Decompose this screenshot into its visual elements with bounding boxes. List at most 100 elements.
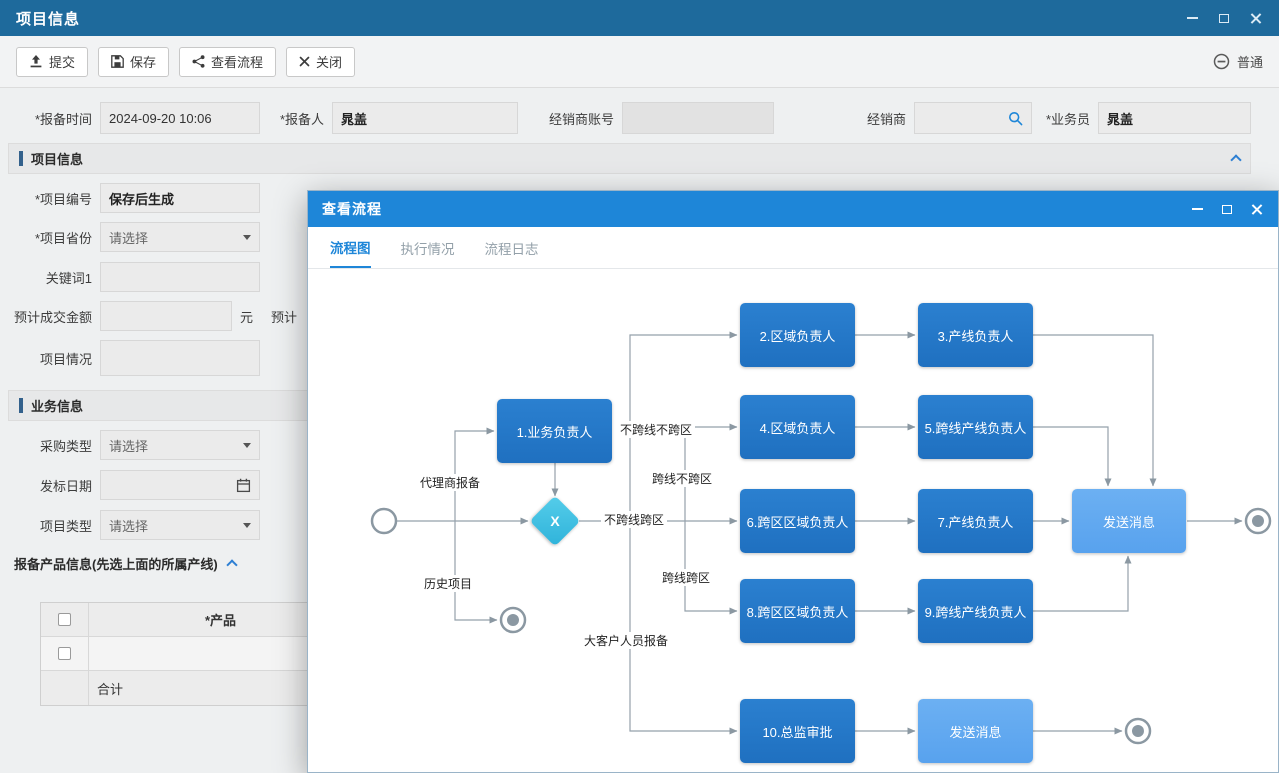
project-province-label: *项目省份 [34,230,92,246]
purchase-type-value: 请选择 [109,438,149,454]
window-title: 项目信息 [16,10,81,28]
dialog-titlebar: 查看流程 [308,191,1278,227]
submit-button[interactable]: 提交 [16,46,89,77]
minimize-icon[interactable] [1185,11,1199,25]
flow-node-send-message-2: 发送消息 [918,699,1033,763]
window-controls [1185,11,1263,25]
tab-execution-status[interactable]: 执行情况 [400,241,455,257]
close-page-button[interactable]: 关闭 [286,46,356,77]
chevron-down-icon [243,522,251,528]
minus-circle-icon [1213,53,1230,70]
project-number-label: *项目编号 [34,191,92,207]
purchase-type-label: 采购类型 [39,438,92,454]
form-row-project-situation: 项目情况 [8,340,260,376]
reporter-field[interactable]: 晁盖 [332,102,518,134]
edge-label-crossline-no-crossregion: 跨线不跨区 [648,470,716,487]
edge-label-no-crossline-no-crossregion: 不跨线不跨区 [616,421,696,438]
expected-amount-label: 预计成交金额 [13,309,92,325]
bid-date-label: 发标日期 [39,478,92,494]
product-section-header: 报备产品信息(先选上面的所属产线) [14,554,238,573]
form-row-project-type: 项目类型 请选择 [8,510,260,540]
tab-flow-log[interactable]: 流程日志 [484,241,539,257]
project-situation-label: 项目情况 [39,351,92,367]
project-type-value: 请选择 [109,518,149,534]
purchase-type-select[interactable]: 请选择 [100,430,260,460]
submit-label: 提交 [49,55,76,70]
mode-label: 普通 [1236,55,1263,70]
form-row-bid-date: 发标日期 [8,470,260,500]
end-event-director [1124,717,1152,745]
expected-amount-field[interactable] [100,301,232,331]
tab-flowchart[interactable]: 流程图 [330,227,371,268]
flow-node-director-approval: 10.总监审批 [740,699,855,763]
dealer-account-field[interactable] [622,102,774,134]
share-icon [192,55,205,68]
close-page-label: 关闭 [316,55,343,70]
collapse-icon[interactable] [1230,154,1242,166]
section-business-title: 业务信息 [31,399,84,414]
window-titlebar: 项目信息 [0,0,1279,36]
row-checkbox[interactable] [58,647,71,660]
toolbar: 提交 保存 查看流程 关闭 普通 [0,36,1279,88]
salesman-label: *业务员 [1045,111,1090,127]
flow-edges [370,331,1272,745]
salesman-field[interactable]: 晁盖 [1098,102,1251,134]
view-flow-dialog: 查看流程 流程图 执行情况 流程日志 [307,190,1279,773]
flow-node-line-owner-3: 3.产线负责人 [918,303,1033,367]
project-situation-field[interactable] [100,340,260,376]
end-event-main [1244,507,1272,535]
form-row-keyword1: 关键词1 [8,262,260,292]
dialog-tabs: 流程图 执行情况 流程日志 [308,227,1278,269]
calendar-icon[interactable] [236,478,251,493]
maximize-icon[interactable] [1220,202,1234,216]
product-section-title: 报备产品信息(先选上面的所属产线) [14,557,218,572]
close-x-icon [299,56,310,67]
project-number-field[interactable]: 保存后生成 [100,183,260,213]
flow-node-send-message-1: 发送消息 [1072,489,1186,553]
flow-node-crossregion-owner-8: 8.跨区区域负责人 [740,579,855,643]
view-flow-label: 查看流程 [211,55,264,70]
chevron-down-icon [243,442,251,448]
keyword1-label: 关键词1 [45,270,92,286]
chevron-down-icon [243,234,251,240]
upload-icon [30,55,42,68]
project-province-value: 请选择 [109,230,149,246]
reporter-label: *报备人 [279,111,324,127]
save-label: 保存 [130,55,157,70]
project-type-select[interactable]: 请选择 [100,510,260,540]
project-type-label: 项目类型 [39,518,92,534]
dealer-label: 经销商 [866,111,906,127]
edge-label-agent-report: 代理商报备 [416,474,484,491]
maximize-icon[interactable] [1217,11,1231,25]
dealer-field[interactable] [914,102,1032,134]
bid-date-field[interactable] [100,470,260,500]
save-button[interactable]: 保存 [98,46,170,77]
minimize-icon[interactable] [1190,202,1204,216]
keyword1-field[interactable] [100,262,260,292]
flow-node-region-owner-2: 2.区域负责人 [740,303,855,367]
edge-label-no-crossline-crossregion: 不跨线跨区 [600,511,668,528]
view-flow-button[interactable]: 查看流程 [179,46,277,77]
select-all-checkbox[interactable] [58,613,71,626]
report-time-label: *报备时间 [34,111,92,127]
save-icon [111,55,124,68]
close-icon[interactable] [1250,202,1264,216]
amount-unit-label: 元 [240,309,254,325]
flow-node-crossline-owner-5: 5.跨线产线负责人 [918,395,1033,459]
flow-node-crossline-owner-9: 9.跨线产线负责人 [918,579,1033,643]
dealer-account-label: 经销商账号 [548,111,614,127]
flow-node-region-owner-4: 4.区域负责人 [740,395,855,459]
report-info-row: *报备时间 2024-09-20 10:06 *报备人 晁盖 经销商账号 经销商… [8,102,1251,134]
close-icon[interactable] [1249,11,1263,25]
next-column-partial-label: 预计 [271,309,298,325]
search-icon[interactable] [1008,111,1023,126]
form-row-project-number: *项目编号 保存后生成 [8,183,260,213]
mode-toggle[interactable]: 普通 [1213,52,1263,71]
report-time-field[interactable]: 2024-09-20 10:06 [100,102,260,134]
edge-label-key-account-report: 大客户人员报备 [580,632,672,649]
edge-label-crossline-crossregion: 跨线跨区 [658,569,714,586]
collapse-icon[interactable] [226,559,238,571]
project-province-select[interactable]: 请选择 [100,222,260,252]
section-header-project: 项目信息 [8,143,1251,174]
flowchart-canvas: X 1.业务负责人 2.区域负责人 3.产线负责人 4.区域负责人 5.跨线产线… [308,269,1278,772]
